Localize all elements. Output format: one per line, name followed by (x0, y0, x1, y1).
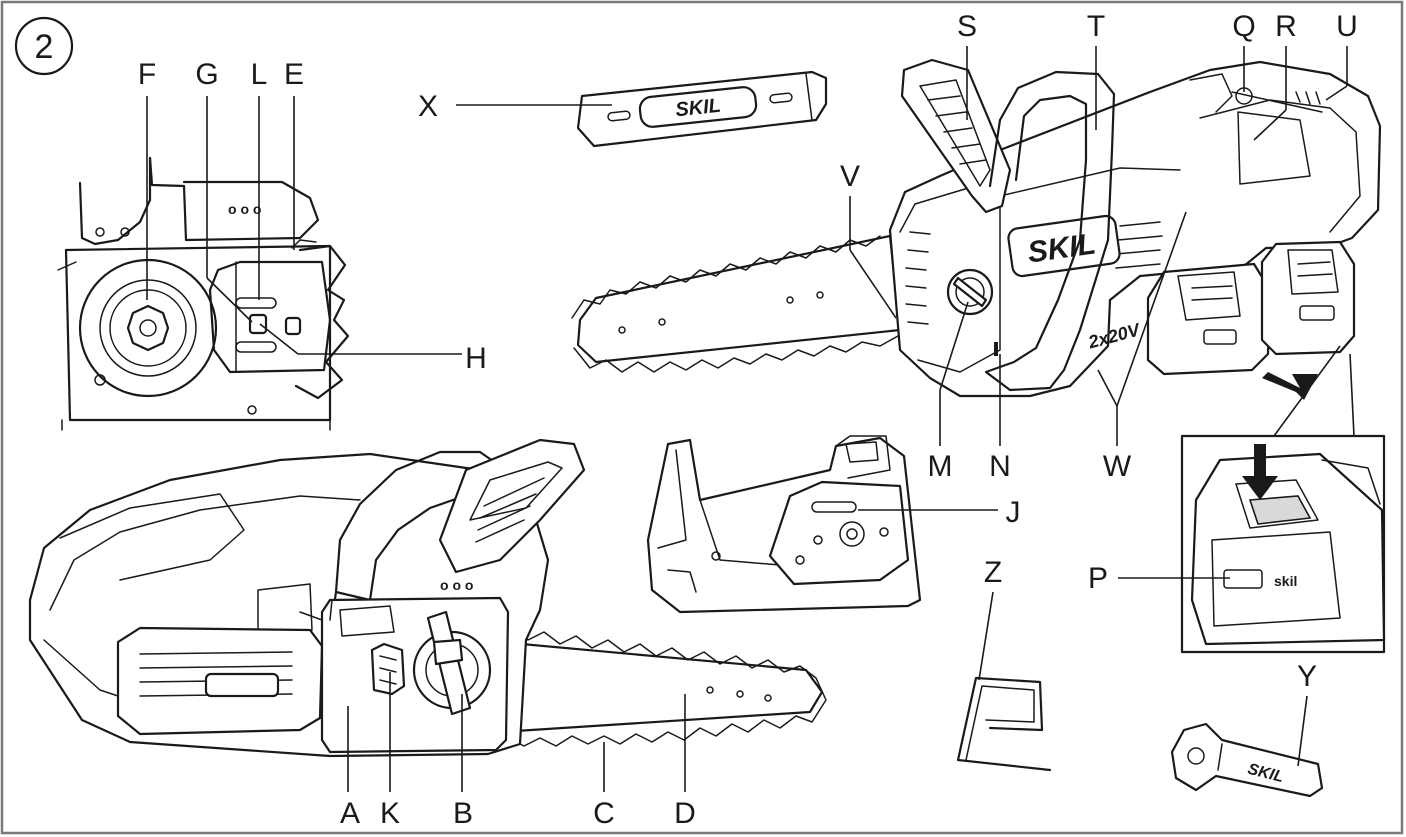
svg-text:o o o: o o o (440, 577, 473, 593)
label-B: B (453, 797, 473, 830)
svg-text:o o o: o o o (228, 201, 261, 217)
label-C: C (593, 797, 615, 830)
leader-U-2 (1325, 85, 1348, 101)
leader-W-3 (1116, 211, 1187, 407)
leader-Z (978, 591, 994, 681)
label-R: R (1275, 10, 1297, 43)
label-J: J (1006, 496, 1021, 529)
label-A: A (340, 797, 360, 830)
label-M: M (928, 450, 953, 483)
bar-cover-illustration: SKIL (576, 70, 828, 148)
leader-M-2 (939, 301, 969, 391)
arrow-press-icon (1242, 444, 1278, 500)
label-Y: Y (1297, 660, 1317, 693)
leader-G-2 (206, 277, 253, 323)
knob-screw-N (994, 342, 998, 356)
leader-H-2 (259, 323, 299, 355)
label-F: F (138, 58, 156, 91)
label-Z: Z (984, 556, 1002, 589)
side-cover-illustration (646, 435, 922, 614)
label-N: N (989, 450, 1011, 483)
label-D: D (674, 797, 696, 830)
figure-number-badge: 2 (14, 16, 74, 76)
arrow-release-icon (1262, 372, 1318, 400)
label-E: E (284, 58, 304, 91)
leader-R-2 (1253, 109, 1287, 141)
label-G: G (195, 58, 218, 91)
label-V: V (840, 160, 860, 193)
sprocket-detail-illustration: o o o (57, 156, 350, 431)
svg-text:skil: skil (1274, 573, 1297, 589)
figure-number: 2 (35, 28, 54, 66)
label-H: H (465, 342, 487, 375)
guide-tool-Z-illustration (956, 676, 1052, 772)
label-S: S (957, 10, 977, 43)
label-U: U (1336, 10, 1358, 43)
battery-detail-box: skil (1180, 345, 1386, 654)
label-K: K (380, 797, 400, 830)
label-P: P (1088, 562, 1108, 595)
cover-logo: SKIL (674, 95, 722, 122)
leader-Y (1297, 695, 1308, 767)
label-Q: Q (1232, 10, 1255, 43)
chainsaw-top-view-illustration: SKIL 2x20V (571, 58, 1382, 400)
wrench-Y-illustration: SKIL (1170, 722, 1324, 798)
label-W: W (1103, 450, 1132, 483)
label-L: L (251, 58, 268, 91)
leader-V-2 (849, 249, 897, 319)
label-T: T (1087, 10, 1105, 43)
label-X: X (418, 90, 438, 123)
leader-W-2 (1097, 369, 1118, 407)
